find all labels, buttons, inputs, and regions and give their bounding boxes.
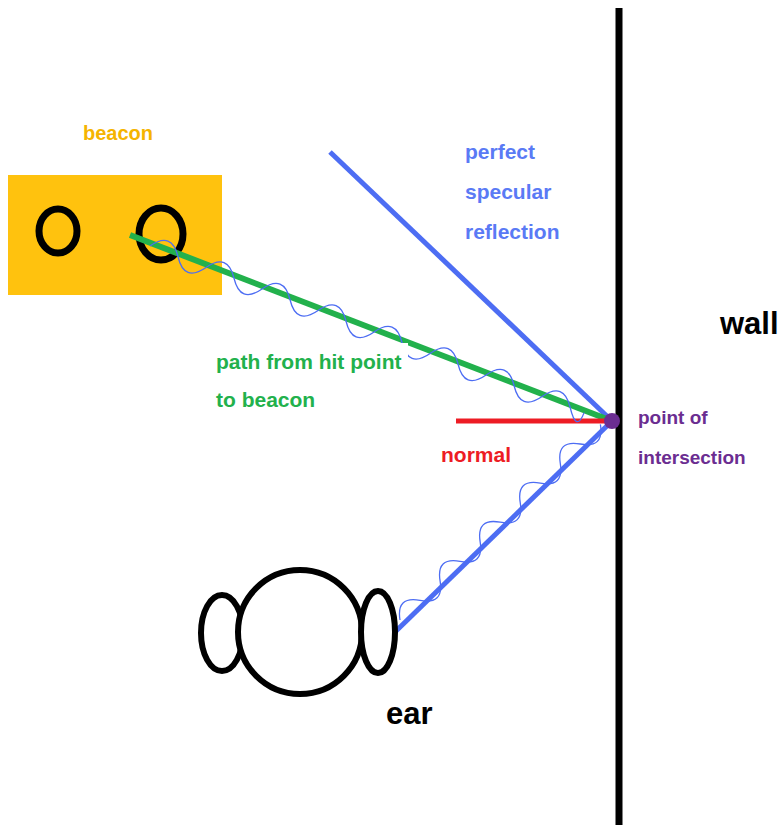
speaker-circle bbox=[39, 209, 77, 253]
sound-wave bbox=[146, 236, 588, 423]
ear-label: ear bbox=[386, 696, 466, 732]
beacon-path bbox=[130, 235, 612, 421]
wave-path bbox=[393, 417, 607, 627]
path-label: path from hit point to beacon bbox=[214, 343, 408, 419]
intersection-dot bbox=[604, 413, 620, 429]
head-circle bbox=[238, 570, 362, 694]
node-heading: beacon bbox=[83, 121, 153, 145]
ear-shape bbox=[361, 591, 395, 673]
normal-label: normal bbox=[441, 442, 541, 468]
sound-wave bbox=[393, 417, 607, 627]
wave-path bbox=[146, 236, 588, 423]
intersection-label: point of intersection bbox=[638, 398, 778, 478]
normal-line bbox=[456, 419, 612, 424]
wall-label: wall bbox=[720, 306, 780, 342]
reflection-label: perfect specular reflection bbox=[465, 132, 575, 252]
incident-ray bbox=[395, 421, 612, 632]
